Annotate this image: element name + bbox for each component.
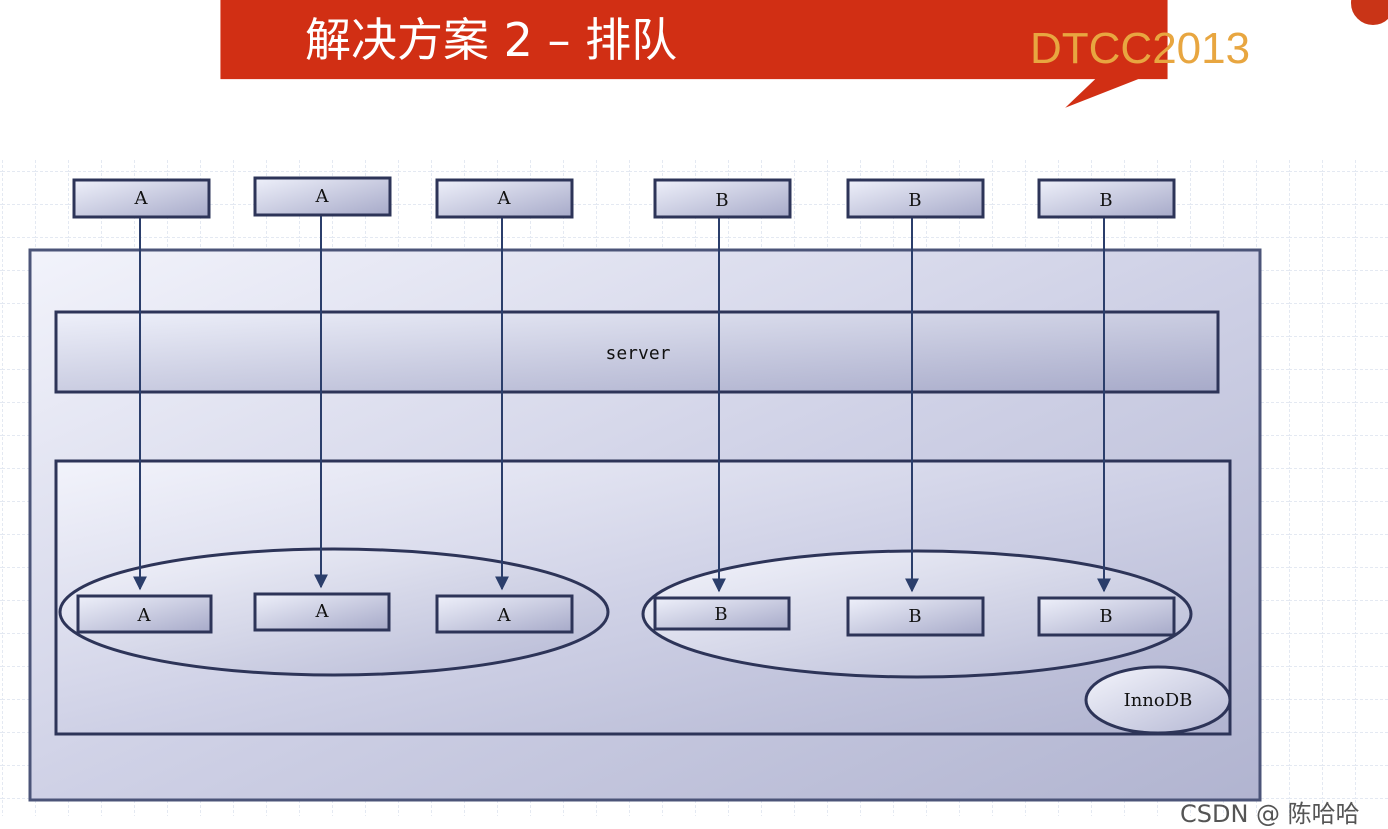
queue-item <box>435 594 574 634</box>
queue-item <box>253 592 391 632</box>
server-layer <box>54 310 1220 394</box>
client-label: B <box>715 190 728 211</box>
queue-a: A A A <box>76 592 574 634</box>
taobao-logo: 淘宝网 <box>36 0 212 70</box>
taobao-logo-text: Taobao.com <box>40 50 215 83</box>
queue-diagram: server InnoDB A A A B B B A A <box>0 160 1388 816</box>
client-box <box>653 178 792 219</box>
queue-b: B B B <box>653 596 1176 637</box>
queue-item-label: A <box>497 605 512 626</box>
server-label: server <box>605 343 670 364</box>
queue-item <box>76 594 213 634</box>
client-box <box>435 178 574 219</box>
client-label: A <box>134 188 149 209</box>
client-label: B <box>908 190 921 211</box>
client-box <box>72 178 211 219</box>
header-banner <box>220 0 1168 108</box>
client-label: B <box>1099 190 1112 211</box>
client-box <box>1037 178 1176 219</box>
queue-item-label: B <box>1099 606 1112 627</box>
innodb-ellipse <box>1084 665 1232 735</box>
queue-item-label: B <box>908 606 921 627</box>
client-box <box>846 178 985 219</box>
request-arrows <box>133 215 1111 593</box>
top-clients: A A A B B B <box>72 176 1176 219</box>
client-label: A <box>315 186 330 207</box>
queue-item-label: A <box>315 601 330 622</box>
watermark: CSDN @ 陈哈哈 <box>1180 800 1360 828</box>
innodb-label: InnoDB <box>1124 690 1193 711</box>
queue-item-label: A <box>137 605 152 626</box>
slide-title: 解决方案 2 – 排队 <box>305 13 678 67</box>
conference-name: DTCC2013 <box>1030 24 1251 73</box>
client-label: A <box>497 188 512 209</box>
queue-item <box>846 596 985 637</box>
queue-item <box>1037 596 1176 637</box>
queue-item <box>653 596 791 631</box>
client-box <box>253 176 392 217</box>
queue-item-label: B <box>714 604 727 625</box>
